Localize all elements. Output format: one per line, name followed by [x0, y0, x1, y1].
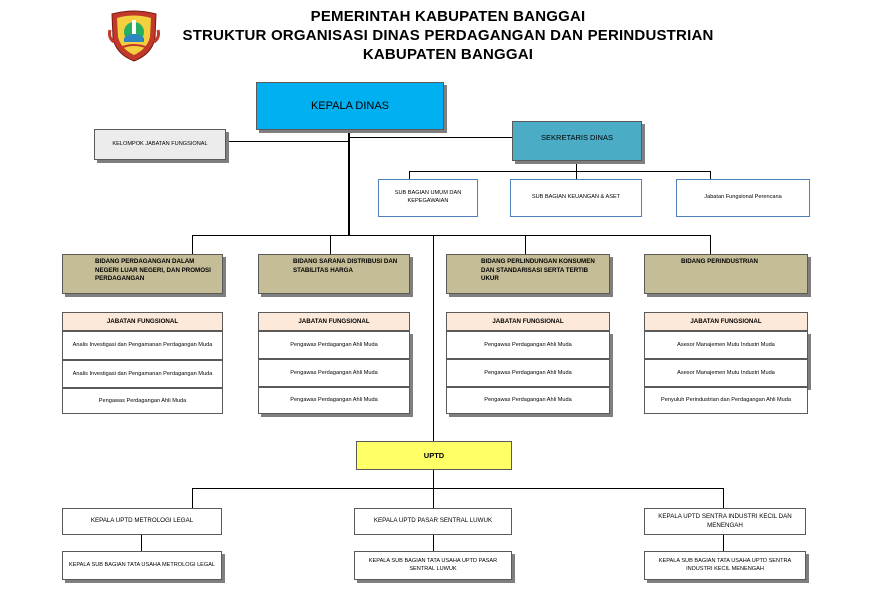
uptd-box: UPTD [356, 441, 512, 470]
header-line-2: STRUKTUR ORGANISASI DINAS PERDAGANGAN DA… [182, 27, 714, 44]
connector-line [348, 130, 350, 236]
sekretaris-dinas-box: SEKRETARIS DINAS [512, 121, 642, 161]
subbag-tu-sentra-ikm-box: KEPALA SUB BAGIAN TATA USAHA UPTD SENTRA… [644, 551, 806, 580]
connector-line [350, 137, 512, 138]
connector-line [409, 171, 410, 179]
kelompok-jabatan-box: KELOMPOK JABATAN FUNGSIONAL [94, 129, 226, 160]
connector-line [710, 235, 711, 254]
bidang-2-jf-item: Pengawas Perdagangan Ahli Muda [258, 359, 410, 387]
uptd-label: UPTD [423, 451, 445, 460]
kelompok-jabatan-label: KELOMPOK JABATAN FUNGSIONAL [112, 140, 208, 147]
header-line-3: KABUPATEN BANGGAI [362, 46, 534, 63]
connector-line [433, 535, 434, 551]
bidang-perlindungan-konsumen-box: BIDANG PERLINDUNGAN KONSUMEN DAN STANDAR… [446, 254, 610, 294]
connector-line [576, 160, 577, 171]
connector-line [192, 235, 193, 254]
bidang-4-jf-item: Asesor Manajemen Mutu Industri Muda [644, 331, 808, 359]
kepala-uptd-metrologi-box: KEPALA UPTD METROLOGI LEGAL [62, 508, 222, 535]
connector-line [710, 171, 711, 179]
bidang-sarana-distribusi-box: BIDANG SARANA DISTRIBUSI DAN STABILITAS … [258, 254, 410, 294]
connector-line [576, 171, 577, 179]
connector-line [226, 141, 348, 142]
bidang-1-jf-header: JABATAN FUNGSIONAL [62, 312, 223, 331]
bidang-1-jf-item: Analis Investigasi dan Pengamanan Perdag… [62, 331, 223, 360]
bidang-3-jf-header: JABATAN FUNGSIONAL [446, 312, 610, 331]
kepala-dinas-label: KEPALA DINAS [310, 100, 390, 112]
bidang-perindustrian-box: BIDANG PERINDUSTRIAN [644, 254, 808, 294]
bidang-3-jf-item: Pengawas Perdagangan Ahli Muda [446, 387, 610, 414]
connector-line [192, 488, 723, 489]
banggai-emblem-logo [108, 10, 160, 62]
connector-line [433, 235, 434, 441]
connector-line [433, 470, 434, 508]
bidang-4-jf-header: JABATAN FUNGSIONAL [644, 312, 808, 331]
connector-line [409, 171, 711, 172]
kepala-uptd-sentra-ikm-box: KEPALA UPTD SENTRA INDUSTRI KECIL DAN ME… [644, 508, 806, 535]
subbagian-keuangan-label: SUB BAGIAN KEUANGAN & ASET [531, 194, 621, 201]
bidang-perlindungan-konsumen-label: BIDANG PERLINDUNGAN KONSUMEN DAN STANDAR… [481, 258, 595, 283]
connector-line [192, 488, 193, 508]
jabatan-perencana-box: Jabatan Fungsional Perencana [676, 179, 810, 217]
bidang-2-jf-item: Pengawas Perdagangan Ahli Muda [258, 387, 410, 414]
subbag-tu-pasar-box: KEPALA SUB BAGIAN TATA USAHA UPTD PASAR … [354, 551, 512, 580]
connector-line [330, 235, 331, 254]
connector-line [525, 235, 526, 254]
subbagian-umum-label: SUB BAGIAN UMUM DAN KEPEGAWAIAN [394, 190, 462, 204]
subbag-tu-metrologi-box: KEPALA SUB BAGIAN TATA USAHA METROLOGI L… [62, 551, 222, 580]
bidang-perdagangan-box: BIDANG PERDAGANGAN DALAM NEGERI LUAR NEG… [62, 254, 223, 294]
header-line-1: PEMERINTAH KABUPATEN BANGGAI [310, 8, 586, 25]
bidang-2-jf-item: Pengawas Perdagangan Ahli Muda [258, 331, 410, 359]
connector-line [141, 535, 142, 551]
bidang-3-jf-item: Pengawas Perdagangan Ahli Muda [446, 331, 610, 359]
bidang-perindustrian-label: BIDANG PERINDUSTRIAN [681, 258, 759, 265]
bidang-1-jf-item: Pengawas Perdagangan Ahli Muda [62, 388, 223, 414]
kepala-uptd-pasar-box: KEPALA UPTD PASAR SENTRAL LUWUK [354, 508, 512, 535]
subbagian-keuangan-box: SUB BAGIAN KEUANGAN & ASET [510, 179, 642, 217]
bidang-1-jf-item: Analis Investigasi dan Pengamanan Perdag… [62, 360, 223, 388]
kepala-dinas-box: KEPALA DINAS [256, 82, 444, 130]
bidang-4-jf-item: Penyuluh Perindustrian dan Perdagangan A… [644, 387, 808, 414]
bidang-perdagangan-label: BIDANG PERDAGANGAN DALAM NEGERI LUAR NEG… [95, 258, 211, 283]
connector-line [723, 488, 724, 508]
bidang-4-jf-item: Asesor Manajemen Mutu Industri Muda [644, 359, 808, 387]
bidang-2-jf-header: JABATAN FUNGSIONAL [258, 312, 410, 331]
subbagian-umum-box: SUB BAGIAN UMUM DAN KEPEGAWAIAN [378, 179, 478, 217]
sekretaris-dinas-label: SEKRETARIS DINAS [541, 132, 613, 142]
jabatan-perencana-label: Jabatan Fungsional Perencana [704, 194, 782, 201]
bidang-sarana-distribusi-label: BIDANG SARANA DISTRIBUSI DAN STABILITAS … [293, 258, 398, 274]
connector-line [192, 235, 710, 236]
bidang-3-jf-item: Pengawas Perdagangan Ahli Muda [446, 359, 610, 387]
connector-line [723, 535, 724, 551]
